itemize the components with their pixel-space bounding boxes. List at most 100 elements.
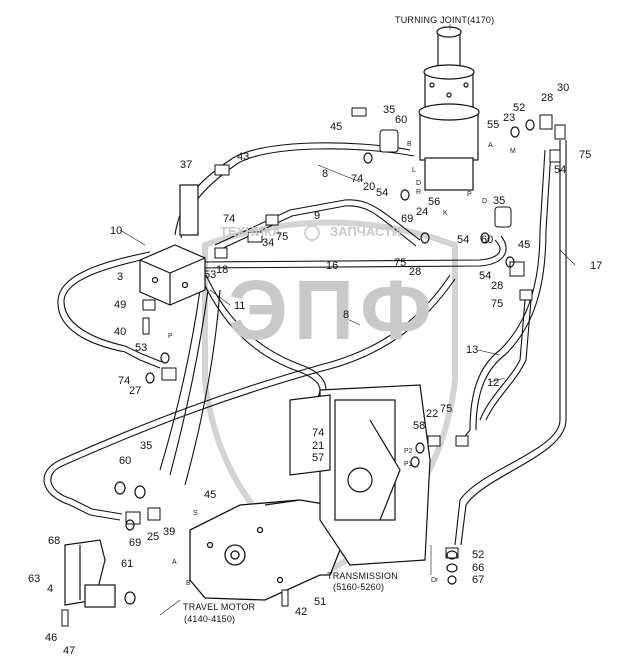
callout-label: 11 bbox=[234, 300, 246, 312]
port-letter: A bbox=[488, 142, 493, 149]
callout-label: 46 bbox=[45, 632, 58, 644]
callout-label: 74 bbox=[223, 213, 236, 225]
callout-label: 61 bbox=[121, 558, 134, 570]
callout-label: 45 bbox=[204, 489, 217, 501]
port-letter: L bbox=[412, 167, 416, 174]
leader-lines bbox=[119, 24, 576, 616]
callout-label: 75 bbox=[394, 257, 407, 269]
travel-motor-caption: TRAVEL MOTOR bbox=[183, 602, 256, 612]
port-letter: B bbox=[186, 580, 191, 587]
callout-label: 60 bbox=[119, 455, 132, 467]
port-letter: P1 bbox=[404, 461, 413, 468]
callout-label: 24 bbox=[416, 206, 429, 218]
port-letter: D bbox=[416, 180, 422, 187]
callout-label: 53 bbox=[204, 269, 217, 281]
fittings bbox=[61, 107, 566, 627]
watermark-text-right: ЗАПЧАСТИ bbox=[330, 224, 402, 239]
callout-label: 25 bbox=[147, 531, 160, 543]
port-letter: M bbox=[510, 148, 516, 155]
port-letter: P2 bbox=[404, 448, 413, 455]
port-letter: S bbox=[193, 510, 198, 517]
callout-label: 27 bbox=[129, 385, 142, 397]
callout-label: 58 bbox=[413, 420, 426, 432]
transmission-caption: TRANSMISSION bbox=[327, 571, 398, 581]
port-letter: K bbox=[443, 210, 448, 217]
callout-label: 39 bbox=[163, 526, 176, 538]
callout-label: 13 bbox=[466, 344, 479, 356]
callout-label: 67 bbox=[472, 574, 485, 586]
hose-lines bbox=[43, 140, 567, 546]
callout-label: 56 bbox=[428, 196, 441, 208]
callout-label: 20 bbox=[363, 181, 376, 193]
port-letter: P bbox=[168, 333, 173, 340]
travel-motor bbox=[189, 499, 341, 601]
callout-label: 54 bbox=[554, 164, 567, 176]
callout-label: 35 bbox=[383, 104, 396, 116]
callout-label: 54 bbox=[479, 270, 492, 282]
callout-label: 74 bbox=[351, 173, 364, 185]
callout-label: 8 bbox=[322, 168, 329, 180]
callout-label: 69 bbox=[401, 213, 414, 225]
callout-label: 66 bbox=[472, 562, 485, 574]
callout-label: 49 bbox=[114, 299, 127, 311]
callout-label: 75 bbox=[579, 149, 592, 161]
callout-label: 28 bbox=[541, 92, 554, 104]
callout-label: 57 bbox=[312, 452, 325, 464]
callout-label: 63 bbox=[28, 573, 41, 585]
callout-label: 60 bbox=[395, 114, 408, 126]
turning-joint-caption: TURNING JOINT(4170) bbox=[395, 15, 495, 25]
callout-label: 69 bbox=[129, 537, 142, 549]
callout-label: 75 bbox=[491, 298, 504, 310]
callout-label: 51 bbox=[314, 596, 327, 608]
transmission-housing bbox=[289, 384, 431, 566]
callout-label: 10 bbox=[110, 225, 123, 237]
callout-label: 60 bbox=[481, 234, 494, 246]
callout-label: 8 bbox=[343, 309, 350, 321]
callout-label: 45 bbox=[518, 239, 531, 251]
callout-label: 52 bbox=[472, 549, 485, 561]
callout-label: 54 bbox=[376, 187, 389, 199]
callout-label: 75 bbox=[440, 403, 453, 415]
control-valve-block bbox=[139, 184, 206, 306]
port-letter: A bbox=[172, 559, 177, 566]
callout-label: 17 bbox=[590, 260, 603, 272]
transmission-code-caption: (5160-5260) bbox=[333, 582, 385, 592]
port-letter: P bbox=[467, 191, 472, 198]
callout-label: 21 bbox=[312, 440, 325, 452]
callout-label: 4 bbox=[47, 583, 54, 595]
callout-label: 28 bbox=[409, 266, 422, 278]
callout-label: 43 bbox=[237, 151, 250, 163]
travel-motor-code-caption: (4140-4150) bbox=[184, 614, 236, 624]
callout-label: 53 bbox=[135, 342, 148, 354]
watermark-text-left: ТЕХНИКА bbox=[220, 224, 282, 239]
callout-label: 12 bbox=[487, 377, 500, 389]
left-manifold-bracket bbox=[64, 539, 116, 608]
callout-label: 74 bbox=[118, 375, 131, 387]
callout-label: 22 bbox=[426, 408, 439, 420]
callout-label: 9 bbox=[314, 210, 321, 222]
callout-label: 55 bbox=[487, 119, 500, 131]
callout-label: 42 bbox=[295, 606, 308, 618]
callout-label: 40 bbox=[114, 326, 127, 338]
callout-label: 45 bbox=[330, 121, 343, 133]
callout-label: 23 bbox=[503, 112, 516, 124]
callout-label: 3 bbox=[117, 271, 124, 283]
port-letter: R bbox=[416, 189, 422, 196]
callout-label: 52 bbox=[513, 102, 526, 114]
callout-label: 47 bbox=[63, 645, 76, 657]
port-letter: Dr bbox=[431, 577, 439, 584]
callout-label: 68 bbox=[48, 535, 61, 547]
callout-label: 74 bbox=[312, 427, 325, 439]
turning-joint bbox=[418, 26, 480, 191]
o-rings bbox=[114, 119, 535, 605]
callout-label: 35 bbox=[140, 440, 153, 452]
callout-label: 16 bbox=[326, 260, 339, 272]
watermark-brand: ЭПФ bbox=[228, 263, 438, 357]
port-letter: B bbox=[407, 141, 412, 148]
callout-label: 54 bbox=[457, 234, 470, 246]
port-letter: D bbox=[482, 198, 488, 205]
callout-label: 30 bbox=[557, 82, 570, 94]
callout-label: 37 bbox=[180, 159, 193, 171]
callout-label: 34 bbox=[262, 237, 275, 249]
